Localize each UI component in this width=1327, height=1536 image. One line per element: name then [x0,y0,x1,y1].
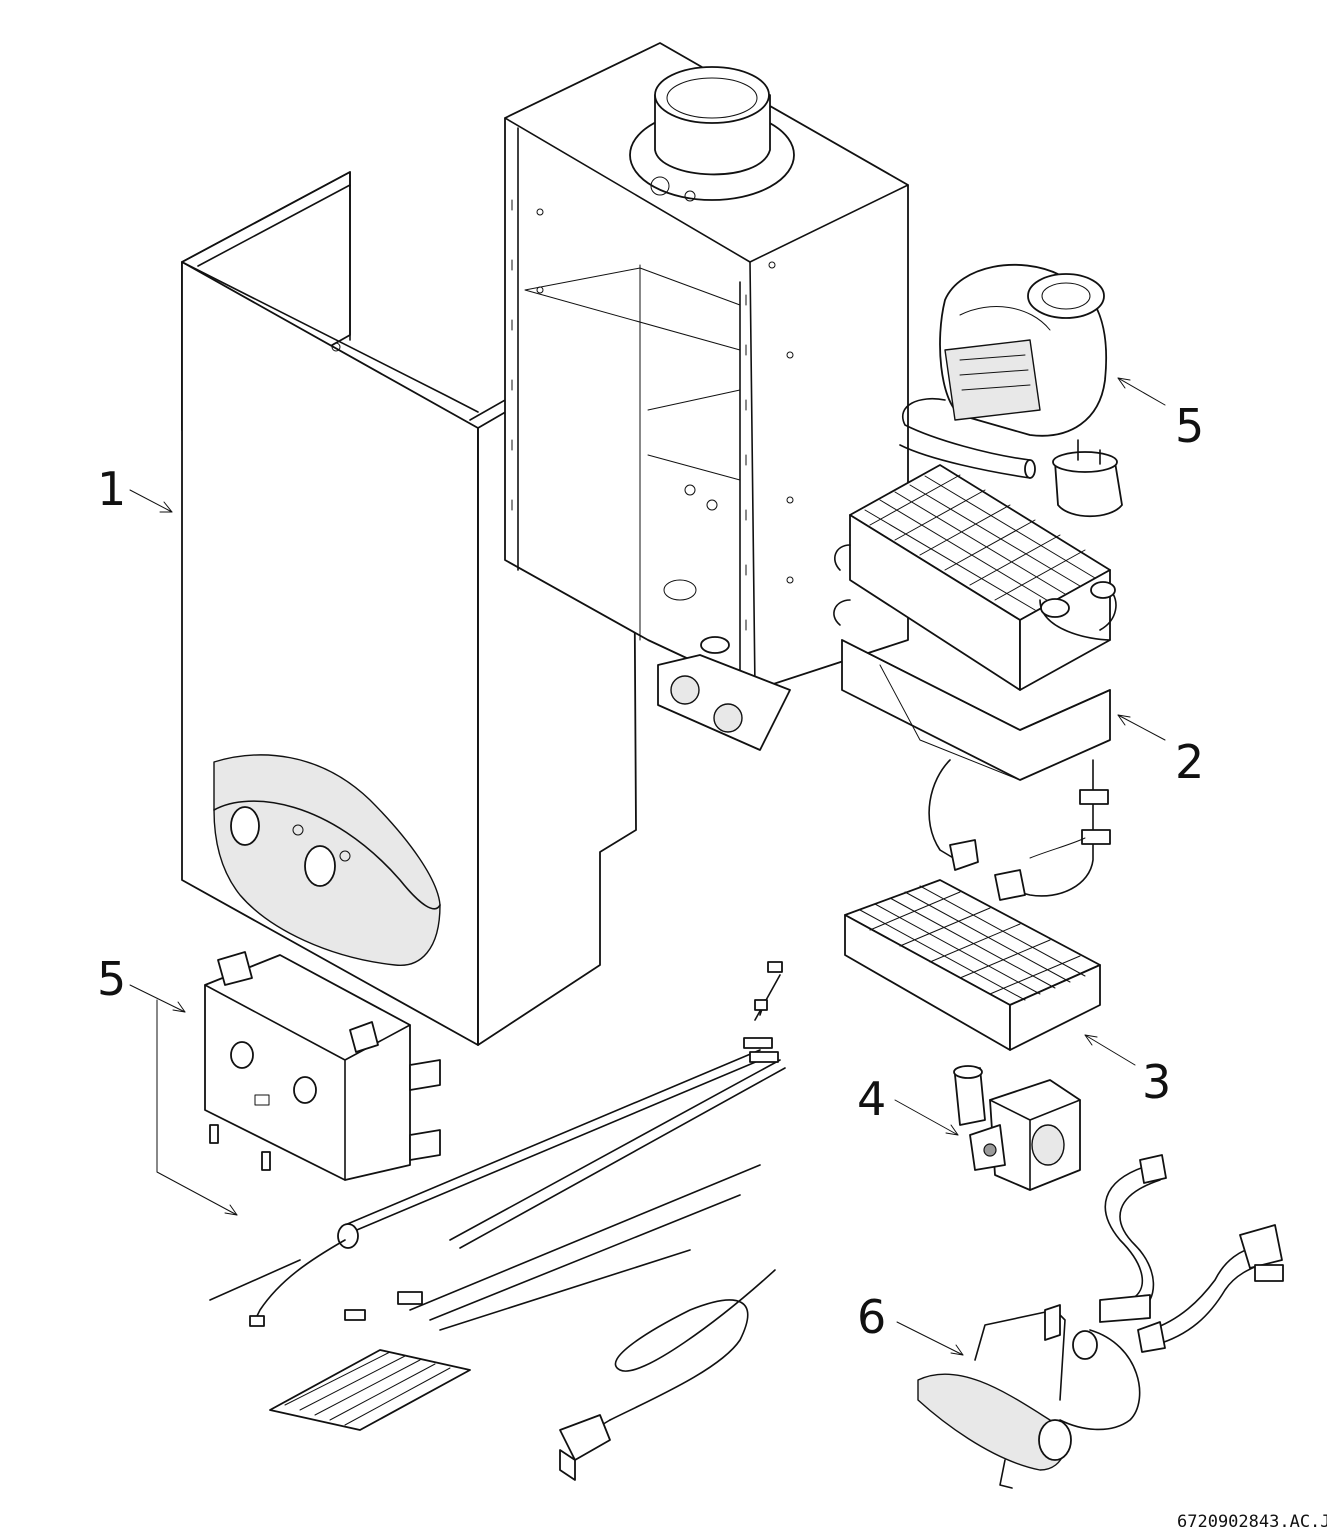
back-frame [504,42,909,751]
callout-5-control-box: 5 [97,952,126,1006]
callout-3: 3 [1142,1055,1171,1109]
burner [844,879,1101,1051]
control-box [204,951,441,1181]
wiring-harness [209,961,786,1481]
fan-assembly [899,263,1123,518]
heat-exchanger [833,464,1117,901]
callout-leaders [129,377,1166,1356]
gas-valve [953,1065,1081,1191]
document-reference: 6720902843.AC.J [1177,1512,1327,1532]
callout-4: 4 [857,1072,886,1126]
callout-6: 6 [857,1290,886,1344]
water-valve [917,1154,1284,1489]
callout-2: 2 [1175,735,1204,789]
callout-5-fan: 5 [1175,399,1204,453]
callout-1: 1 [97,462,126,516]
